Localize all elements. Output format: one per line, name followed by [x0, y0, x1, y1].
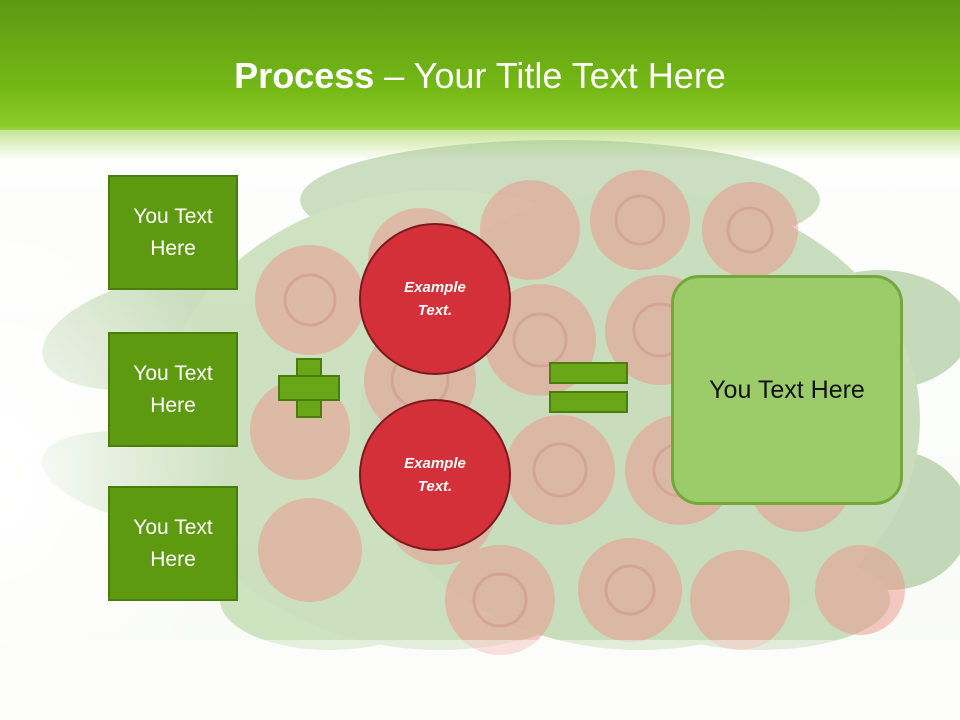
- plus-center: [298, 377, 320, 399]
- title-rest: – Your Title Text Here: [374, 55, 726, 96]
- equals-top-bar: [549, 362, 628, 384]
- input-box-3-label: You Text Here: [133, 515, 213, 571]
- input-box-1[interactable]: You Text Here: [108, 175, 238, 290]
- input-box-2-label: You Text Here: [133, 361, 213, 417]
- input-box-2[interactable]: You Text Here: [108, 332, 238, 447]
- equals-bottom-bar: [549, 391, 628, 413]
- input-box-3[interactable]: You Text Here: [108, 486, 238, 601]
- result-box[interactable]: You Text Here: [671, 275, 903, 505]
- example-circle-2[interactable]: Example Text.: [359, 399, 511, 551]
- slide-title: Process – Your Title Text Here: [0, 52, 960, 100]
- example-circle-2-label: Example Text.: [404, 455, 466, 495]
- result-box-label: You Text Here: [709, 375, 865, 404]
- input-box-1-label: You Text Here: [133, 204, 213, 260]
- example-circle-1[interactable]: Example Text.: [359, 223, 511, 375]
- title-bold: Process: [234, 55, 375, 96]
- example-circle-1-label: Example Text.: [404, 279, 466, 319]
